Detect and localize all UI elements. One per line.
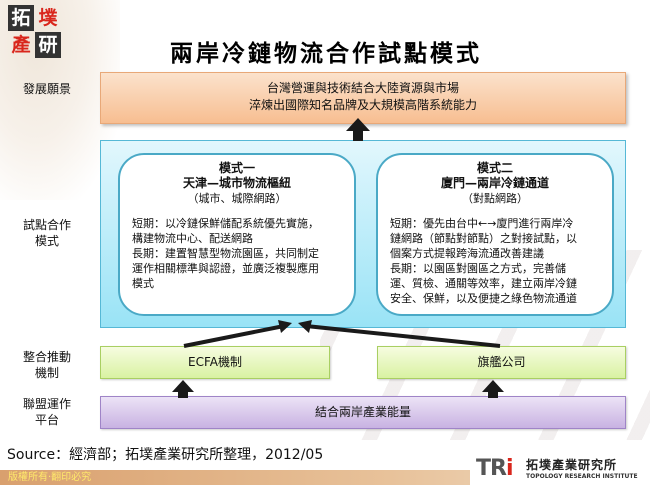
label-text: 試點合作 [22, 218, 71, 232]
mode-name: 模式二 [476, 161, 513, 175]
mode-subtitle: （對點網路） [462, 192, 528, 205]
mode-name: 模式一 [218, 161, 255, 175]
label-pilot: 試點合作 模式 [12, 217, 82, 249]
pilot-modes-container: 模式一 天津—城市物流樞紐 （城市、城際網路） 短期：以冷鏈保鮮儲配系統優先實施… [100, 140, 626, 328]
mode-line: 安全、保鮮，以及便捷之綠色物流通道 [390, 292, 577, 305]
brand-logo: TRi 拓墣產業研究所 TOPOLOGY RESEARCH INSTITUTE [470, 452, 650, 485]
label-text: 平台 [34, 413, 59, 427]
logo-char: 產 [11, 34, 31, 56]
label-text: 發展願景 [22, 82, 71, 96]
label-platform: 聯盟運作 平台 [12, 396, 82, 428]
mode-line: 模式 [132, 277, 154, 290]
mode-line: 運、質檢、通關等效率，建立兩岸冷鏈 [390, 277, 577, 290]
label-vision: 發展願景 [12, 81, 82, 97]
mechanism-flagship: 旗艦公司 [377, 346, 626, 379]
copyright-text: 版權所有‧翻印必究 [8, 472, 92, 483]
vision-line: 台灣營運與技術結合大陸資源與市場 [266, 81, 459, 95]
mode-title: 天津—城市物流樞紐 [182, 176, 291, 190]
page-title: 兩岸冷鏈物流合作試點模式 [170, 40, 482, 67]
brand-mark-i: i [505, 456, 513, 481]
brand-mark-tr: TR [476, 456, 507, 481]
mode-line: 運作相關標準與認證，並廣泛複製應用 [132, 262, 319, 275]
arrow-diagonal [183, 324, 285, 348]
mode-title: 廈門—兩岸冷鏈通道 [440, 176, 549, 190]
brand-name-en: TOPOLOGY RESEARCH INSTITUTE [526, 473, 638, 480]
label-mechanism: 整合推動 機制 [12, 349, 82, 381]
vision-line: 淬煉出國際知名品牌及大規模高階系統能力 [248, 98, 477, 112]
mode-line: 鏈網路（節點對節點）之對接試點，以 [390, 232, 577, 245]
mode-line: 短期：優先由台中←→廈門進行兩岸冷 [390, 217, 574, 230]
logo: 拓 墣 產 研 [8, 5, 62, 59]
source-note: Source：經濟部；拓墣產業研究所整理，2012/05 [7, 447, 324, 463]
label-text: 模式 [34, 234, 59, 248]
mode-one-card: 模式一 天津—城市物流樞紐 （城市、城際網路） 短期：以冷鏈保鮮儲配系統優先實施… [118, 153, 356, 316]
brand-mark: TRi [476, 456, 513, 481]
mode-line: 長期：建置智慧型物流園區，共同制定 [132, 247, 319, 260]
platform-box: 結合兩岸產業能量 [100, 396, 626, 429]
mode-two-card: 模式二 廈門—兩岸冷鏈通道 （對點網路） 短期：優先由台中←→廈門進行兩岸冷 鏈… [376, 153, 614, 316]
label-text: 整合推動 [22, 350, 71, 364]
mode-line: 構建物流中心、配送網路 [132, 232, 253, 245]
mechanism-ecfa: ECFA機制 [100, 346, 330, 379]
logo-char: 研 [35, 32, 61, 58]
brand-name-cn: 拓墣產業研究所 [526, 458, 618, 472]
mode-line: 個案方式提報跨海流通改善建議 [390, 247, 544, 260]
label-text: 機制 [34, 366, 59, 380]
vision-box: 台灣營運與技術結合大陸資源與市場 淬煉出國際知名品牌及大規模高階系統能力 [100, 72, 626, 124]
label-text: 聯盟運作 [22, 397, 71, 411]
mode-line: 長期：以園區對園區之方式，完善儲 [390, 262, 566, 275]
logo-char: 拓 [8, 5, 34, 31]
mode-line: 短期：以冷鏈保鮮儲配系統優先實施， [132, 217, 319, 230]
logo-char: 墣 [38, 7, 58, 29]
mode-subtitle: （城市、城際網路） [187, 192, 287, 205]
